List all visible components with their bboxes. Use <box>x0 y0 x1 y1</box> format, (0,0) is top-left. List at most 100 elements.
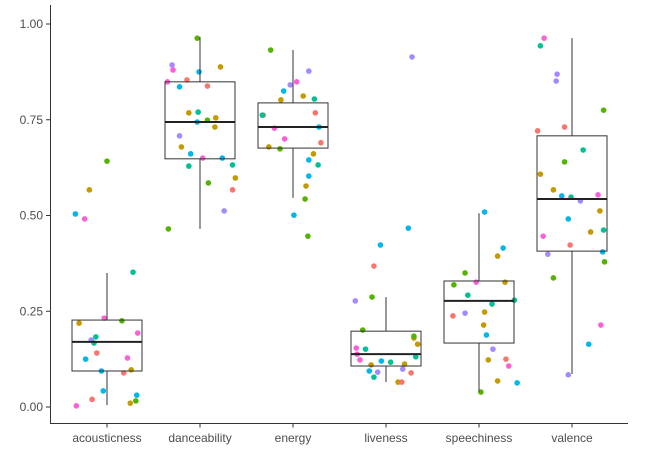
point-liveness <box>366 368 373 374</box>
point-speechiness <box>494 378 501 384</box>
point-energy <box>266 144 272 150</box>
point-energy <box>291 212 297 218</box>
point-liveness <box>401 361 408 367</box>
point-energy <box>287 82 294 88</box>
point-acousticness <box>101 315 108 321</box>
point-speechiness <box>481 309 488 315</box>
point-energy <box>306 173 312 179</box>
iqr-box <box>350 330 422 367</box>
point-danceability <box>178 144 185 150</box>
point-danceability <box>194 35 201 41</box>
point-energy <box>278 97 284 103</box>
point-danceability <box>213 115 219 121</box>
point-danceability <box>229 162 236 168</box>
point-valence <box>565 372 572 378</box>
point-danceability <box>184 77 190 83</box>
box-energy <box>257 50 329 198</box>
point-liveness <box>359 327 366 333</box>
point-danceability <box>165 226 172 232</box>
point-valence <box>601 259 608 265</box>
point-liveness <box>378 358 385 364</box>
box-speechiness <box>443 213 515 392</box>
point-energy <box>306 68 312 74</box>
box-acousticness <box>71 272 143 406</box>
point-acousticness <box>76 320 82 326</box>
point-valence <box>567 242 573 248</box>
box-danceability <box>164 37 236 229</box>
y-tick-label: 1.00 <box>20 17 44 31</box>
iqr-box <box>536 135 608 252</box>
point-liveness <box>369 294 375 300</box>
point-liveness <box>371 263 377 269</box>
point-danceability <box>221 208 227 214</box>
point-liveness <box>353 345 360 351</box>
point-acousticness <box>81 216 88 222</box>
point-speechiness <box>462 270 468 276</box>
point-valence <box>600 107 607 113</box>
point-danceability <box>187 151 194 157</box>
point-speechiness <box>490 346 496 352</box>
point-liveness <box>368 362 374 368</box>
point-liveness <box>387 359 394 365</box>
point-danceability <box>170 67 176 73</box>
point-speechiness <box>503 356 509 362</box>
point-energy <box>259 112 266 118</box>
point-danceability <box>186 163 192 169</box>
point-speechiness <box>489 301 495 307</box>
y-tick-label: 0.00 <box>20 400 44 414</box>
box-liveness <box>350 297 422 383</box>
point-energy <box>300 93 307 99</box>
point-valence <box>580 147 586 153</box>
iqr-box <box>164 81 236 160</box>
point-liveness <box>399 366 406 372</box>
y-tick-label: 0.75 <box>20 113 44 127</box>
point-danceability <box>205 180 212 186</box>
point-liveness <box>405 225 412 231</box>
point-valence <box>587 229 594 235</box>
point-speechiness <box>485 357 492 363</box>
point-liveness <box>377 242 384 248</box>
point-liveness <box>374 369 381 375</box>
point-danceability <box>232 175 239 181</box>
point-energy <box>315 162 321 168</box>
point-acousticness <box>133 398 139 404</box>
iqr-box <box>257 102 329 149</box>
point-danceability <box>204 83 211 89</box>
point-speechiness <box>451 282 457 288</box>
point-valence <box>585 341 592 347</box>
point-speechiness <box>462 310 468 316</box>
point-liveness <box>409 54 415 60</box>
point-valence <box>595 192 601 198</box>
point-energy <box>280 88 287 94</box>
box-valence <box>536 38 608 375</box>
point-danceability <box>186 110 192 116</box>
point-valence <box>565 216 572 222</box>
point-liveness <box>399 379 405 385</box>
x-tick-label-speechiness: speechiness <box>446 431 513 445</box>
point-danceability <box>176 84 183 90</box>
point-acousticness <box>86 187 93 193</box>
point-speechiness <box>505 363 512 369</box>
point-valence <box>597 208 603 214</box>
iqr-box <box>71 319 143 372</box>
point-acousticness <box>73 403 80 409</box>
point-speechiness <box>514 380 520 386</box>
point-valence <box>537 171 544 177</box>
point-danceability <box>176 133 183 139</box>
point-acousticness <box>120 370 127 376</box>
iqr-box <box>443 280 515 344</box>
x-tick-label-acousticness: acousticness <box>72 431 141 445</box>
x-tick-label-liveness: liveness <box>364 431 407 445</box>
point-valence <box>545 251 551 257</box>
point-acousticness <box>127 400 134 406</box>
point-acousticness <box>134 330 141 336</box>
point-valence <box>550 275 557 281</box>
point-valence <box>534 128 541 134</box>
point-liveness <box>352 298 359 304</box>
point-valence <box>550 187 557 193</box>
point-liveness <box>371 374 377 380</box>
point-speechiness <box>465 292 471 298</box>
point-valence <box>561 124 568 130</box>
point-danceability <box>229 187 236 193</box>
